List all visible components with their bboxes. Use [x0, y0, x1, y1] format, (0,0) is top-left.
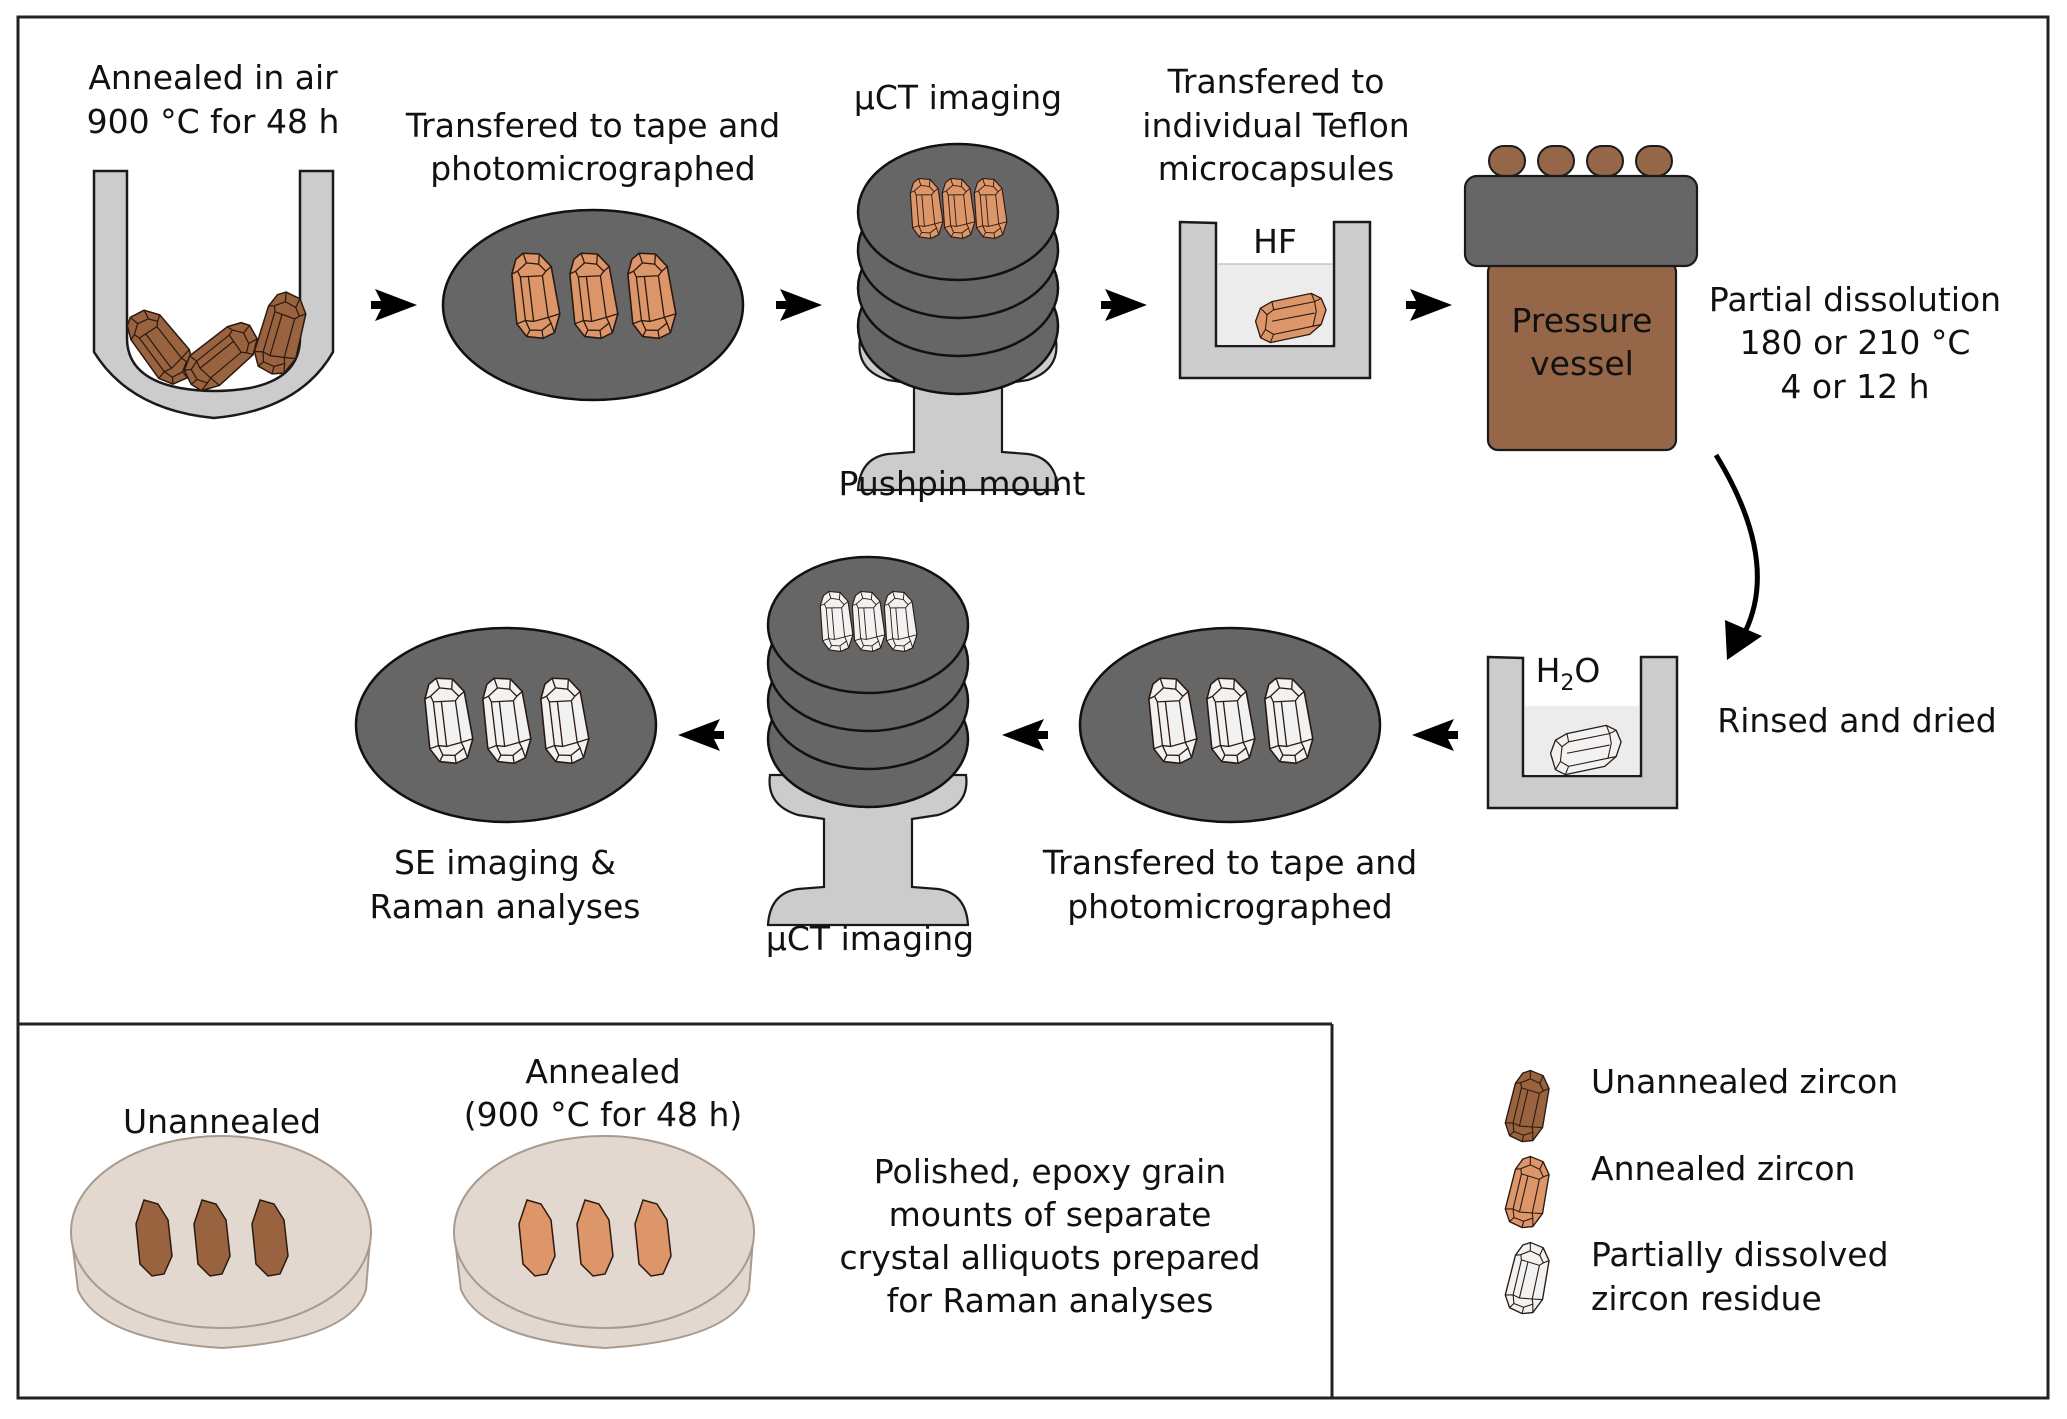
- annealed-mount-label-line1: Annealed: [525, 1052, 680, 1091]
- uct-stack-2: [766, 555, 970, 809]
- pressure-vessel: Pressure vessel: [1463, 145, 1699, 452]
- epoxy-panel: Unannealed Annealed (900 °C for 48 h) Po…: [70, 1052, 1261, 1350]
- legend-item-unannealed: Unannealed zircon: [1501, 1062, 1898, 1146]
- step-anneal-line2: 900 °C for 48 h: [87, 102, 340, 141]
- step-capsule-line3: microcapsules: [1158, 149, 1395, 188]
- arrow-left-icon: [1002, 719, 1048, 751]
- rinse-capsule: [1486, 655, 1679, 810]
- arrow-right-icon: [1101, 289, 1147, 321]
- water-label: H2O: [1536, 651, 1601, 696]
- teflon-capsule: [1178, 220, 1372, 380]
- step-tape-2-line2: photomicrographed: [1067, 887, 1393, 926]
- vessel-knob: [1586, 145, 1624, 177]
- vessel-label-line1: Pressure: [1512, 301, 1653, 340]
- step-final: SE imaging & Raman analyses: [354, 626, 658, 926]
- residue-zircon-icon: [1501, 1238, 1555, 1318]
- arrow-right-icon: [371, 289, 417, 321]
- step-uct-2-label: µCT imaging: [766, 919, 974, 958]
- step-tape-line1: Transfered to tape and: [405, 106, 780, 145]
- unannealed-epoxy-mount: [70, 1135, 372, 1350]
- arrow-right-icon: [1406, 289, 1452, 321]
- unannealed-zircon-icon: [1501, 1066, 1555, 1146]
- annealed-mount-label-line2: (900 °C for 48 h): [464, 1095, 743, 1134]
- rinse-label: Rinsed and dried: [1717, 701, 1996, 740]
- step-anneal-line1: Annealed in air: [88, 58, 338, 97]
- step-tape-2: Transfered to tape and photomicrographed: [1042, 626, 1417, 926]
- vessel-knob: [1537, 145, 1575, 177]
- vessel-label-line2: vessel: [1530, 344, 1634, 383]
- mount-description-line3: crystal alliquots prepared: [839, 1238, 1260, 1277]
- mount-description-line1: Polished, epoxy grain: [874, 1152, 1226, 1191]
- step-capsule-line2: individual Teflon: [1142, 106, 1409, 145]
- legend-label: Annealed zircon: [1591, 1149, 1855, 1188]
- step-uct-title: µCT imaging: [854, 78, 1062, 117]
- arrow-left-icon: [1412, 719, 1458, 751]
- step-capsule-line1: Transfered to: [1167, 62, 1385, 101]
- step-uct: µCT imaging Pushpin mount: [839, 78, 1086, 503]
- conditions-line3: 4 or 12 h: [1780, 367, 1929, 406]
- step-final-line2: Raman analyses: [370, 887, 641, 926]
- step-final-line1: SE imaging &: [394, 843, 616, 882]
- dissolution-conditions: Partial dissolution 180 or 210 °C 4 or 1…: [1709, 280, 2001, 406]
- legend-item-residue: Partially dissolved zircon residue: [1501, 1235, 1889, 1318]
- step-tape-line2: photomicrographed: [430, 149, 756, 188]
- step-uct-2: µCT imaging: [766, 555, 974, 958]
- step-hf-capsule: Transfered to individual Teflon microcap…: [1142, 62, 1410, 380]
- vessel-cap: [1463, 174, 1699, 268]
- step-rinse: H2O Rinsed and dried: [1486, 651, 1997, 810]
- legend-item-annealed: Annealed zircon: [1501, 1149, 1855, 1232]
- arrow-left-icon: [678, 719, 724, 751]
- uct-stack: [856, 142, 1060, 396]
- step-tape-2-line1: Transfered to tape and: [1042, 843, 1417, 882]
- legend: Unannealed zircon Annealed zircon Partia…: [1501, 1062, 1898, 1318]
- annealed-zircon-icon: [1501, 1152, 1555, 1232]
- outer-frame: [16, 15, 2050, 1400]
- annealed-epoxy-mount: [453, 1135, 755, 1350]
- step-tape: Transfered to tape and photomicrographed: [405, 106, 780, 402]
- vessel-knob: [1488, 145, 1526, 177]
- vessel-knob: [1635, 145, 1673, 177]
- mount-description-line4: for Raman analyses: [887, 1281, 1214, 1320]
- legend-label: Partially dissolved: [1591, 1235, 1889, 1274]
- legend-label: zircon residue: [1591, 1279, 1822, 1318]
- hf-label: HF: [1253, 222, 1297, 261]
- unannealed-mount-label: Unannealed: [123, 1102, 321, 1141]
- conditions-line2: 180 or 210 °C: [1740, 323, 1971, 362]
- mount-description-line2: mounts of separate: [889, 1195, 1212, 1234]
- legend-label: Unannealed zircon: [1591, 1062, 1898, 1101]
- curved-arrow-down-icon: [1713, 453, 1762, 660]
- conditions-line1: Partial dissolution: [1709, 280, 2001, 319]
- arrow-right-icon: [776, 289, 822, 321]
- step-uct-caption: Pushpin mount: [839, 464, 1086, 503]
- step-anneal: Annealed in air 900 °C for 48 h: [87, 58, 340, 420]
